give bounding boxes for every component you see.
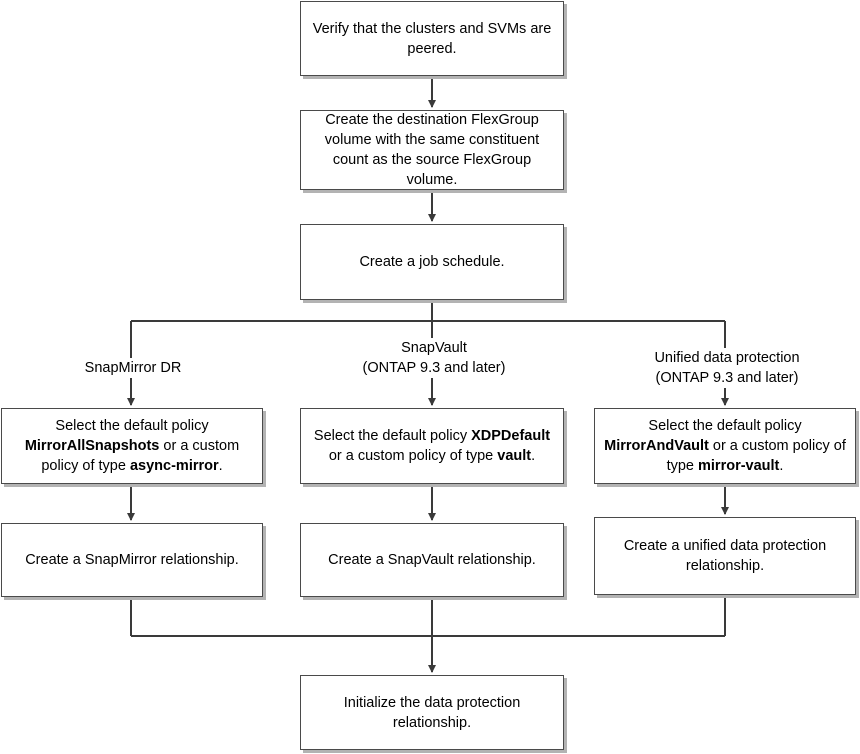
snapvault-relationship-text: Create a SnapVault relationship. [328,552,536,568]
unified-relationship-step: Create a unified data protection relatio… [594,517,856,595]
branch-label-unified: Unified data protection (ONTAP 9.3 and l… [633,348,821,388]
step-verify-peering-text: Verify that the clusters and SVMs are pe… [312,20,552,57]
snapmirror-policy-prefix: Select the default policy [55,418,209,434]
snapvault-relationship-step: Create a SnapVault relationship. [300,523,564,597]
unified-policy-type: mirror-vault [698,458,780,474]
snapmirror-policy-middle: or a custom policy of type [41,438,240,474]
snapmirror-policy-step: Select the default policy MirrorAllSnaps… [1,408,263,484]
branch-label-snapmirror-line1: SnapMirror DR [84,360,182,376]
branch-label-unified-line1: Unified data protection [654,350,800,366]
snapvault-policy-suffix: . [531,448,536,464]
unified-policy-step: Select the default policy MirrorAndVault… [594,408,856,484]
snapvault-policy-step: Select the default policy XDPDefault or … [300,408,564,484]
branch-label-unified-line2: (ONTAP 9.3 and later) [655,370,799,386]
snapmirror-policy-type: async-mirror [129,458,219,474]
step-initialize: Initialize the data protection relations… [300,675,564,750]
step-initialize-text: Initialize the data protection relations… [343,694,521,731]
snapmirror-relationship-step: Create a SnapMirror relationship. [1,523,263,597]
branch-label-snapmirror: SnapMirror DR [71,358,195,378]
snapvault-policy-name: XDPDefault [471,428,551,444]
branch-label-snapvault: SnapVault (ONTAP 9.3 and later) [352,338,516,378]
step-create-destination: Create the destination FlexGroup volume … [300,110,564,190]
branch-label-snapvault-line2: (ONTAP 9.3 and later) [362,360,506,376]
unified-policy-prefix: Select the default policy [648,418,802,434]
step-verify-peering: Verify that the clusters and SVMs are pe… [300,1,564,76]
step-create-destination-text: Create the destination FlexGroup volume … [324,112,540,188]
snapvault-policy-middle: or a custom policy of type [328,448,498,464]
unified-policy-suffix: . [779,458,784,474]
snapvault-policy-type: vault [497,448,532,464]
snapvault-policy-prefix: Select the default policy [313,428,472,444]
step-create-schedule: Create a job schedule. [300,224,564,300]
unified-policy-middle: or a custom policy of type [666,438,846,474]
unified-policy-name: MirrorAndVault [604,438,709,454]
step-create-schedule-text: Create a job schedule. [359,254,505,270]
snapmirror-policy-suffix: . [218,458,223,474]
snapmirror-relationship-text: Create a SnapMirror relationship. [25,552,239,568]
branch-label-snapvault-line1: SnapVault [401,340,467,356]
unified-relationship-text: Create a unified data protection relatio… [623,538,827,574]
snapmirror-policy-name: MirrorAllSnapshots [24,438,160,454]
